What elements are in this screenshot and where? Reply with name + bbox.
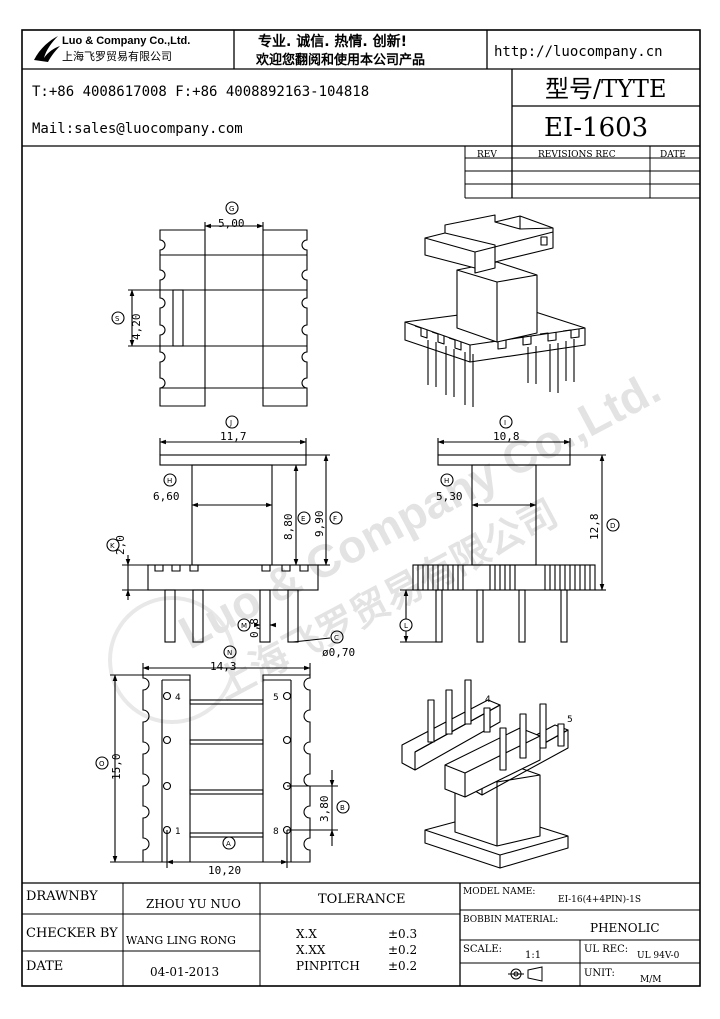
drawnby-value: ZHOU YU NUO — [146, 897, 241, 911]
tag-E: E — [301, 515, 305, 523]
ulrec-value: UL 94V-0 — [637, 951, 680, 961]
tol-key-2: X.XX — [296, 943, 326, 957]
watermark-en: Luo & Company Co.,Ltd. — [170, 361, 668, 659]
tol-key-3: PINPITCH — [296, 959, 360, 973]
dim-E: 8,80 — [282, 514, 295, 541]
dim-M: 0,8 — [248, 618, 261, 638]
dim-A: 10,20 — [208, 864, 241, 877]
dim-C: ø0,70 — [322, 646, 355, 659]
tag-C: C — [334, 634, 339, 642]
tolerance-label: TOLERANCE — [318, 892, 405, 907]
tag-L: L — [404, 622, 408, 630]
dim-H: 6,60 — [153, 490, 180, 503]
projection-symbol-icon — [508, 966, 543, 982]
checker-value: WANG LING RONG — [126, 934, 236, 947]
dim-F: 9,90 — [313, 511, 326, 538]
logo-swoosh-icon — [34, 36, 60, 62]
front-view — [106, 415, 344, 644]
ulrec-label: UL REC: — [584, 944, 628, 955]
dim-H2: 5,30 — [436, 490, 463, 503]
iso-view-bottom — [401, 679, 569, 869]
dim-I: 10,8 — [493, 430, 520, 443]
type-label: 型号/TYTE — [545, 75, 666, 103]
tag-S: S — [115, 315, 120, 323]
dim-D: 12,8 — [588, 514, 601, 541]
bobbin-value: PHENOLIC — [590, 921, 660, 935]
model-name-value: EI-16(4+4PIN)-1S — [558, 894, 641, 905]
pin-label-8: 8 — [273, 827, 279, 837]
dim-O: 15,0 — [110, 754, 123, 781]
dim-B: 3,80 — [318, 796, 331, 823]
tag-I: I — [504, 419, 506, 427]
model-number: EI-1603 — [544, 113, 648, 143]
dim-J: 11,7 — [220, 430, 247, 443]
company-logo — [34, 36, 60, 62]
unit-value: M/M — [640, 975, 661, 985]
pin-label-1: 1 — [175, 827, 181, 837]
bobbin-label: BOBBIN MATERIAL: — [463, 915, 558, 925]
revisions-rec-header: REVISIONS REC — [538, 150, 616, 160]
tol-val-1: ±0.3 — [388, 927, 417, 941]
scale-label: SCALE: — [463, 944, 502, 955]
side-view — [399, 415, 620, 643]
scale-value: 1:1 — [525, 950, 541, 961]
tag-J: J — [229, 419, 232, 427]
pin-label-5: 5 — [273, 693, 279, 703]
rev-header: REV — [477, 150, 497, 160]
tag-H: H — [167, 477, 172, 485]
dim-K: 2,0 — [114, 535, 127, 555]
drawnby-label: DRAWNBY — [26, 889, 98, 904]
checker-label: CHECKER BY — [26, 926, 118, 941]
slogan: 专业. 诚信. 热情. 创新! — [258, 33, 407, 50]
tol-key-1: X.X — [296, 927, 317, 941]
tag-B: B — [340, 804, 345, 812]
tag-H2: H — [444, 477, 449, 485]
unit-label: UNIT: — [584, 968, 615, 979]
tag-K: K — [110, 542, 115, 550]
welcome-text: 欢迎您翻阅和使用本公司产品 — [255, 52, 425, 68]
tag-A: A — [226, 840, 231, 848]
dim-S: 4,20 — [130, 314, 143, 341]
company-name-en: Luo & Company Co.,Ltd. — [62, 35, 190, 47]
mail-address[interactable]: Mail:sales@luocompany.com — [32, 121, 243, 137]
company-name-cn: 上海飞罗贸易有限公司 — [62, 49, 172, 63]
iso-view-top — [404, 214, 586, 407]
website-link[interactable]: http://luocompany.cn — [494, 44, 663, 60]
tag-N: N — [227, 649, 232, 657]
tag-F: F — [333, 515, 337, 523]
tag-M: M — [241, 622, 247, 630]
tol-val-2: ±0.2 — [388, 943, 417, 957]
phone-fax: T:+86 4008617008 F:+86 4008892163-104818 — [32, 84, 369, 100]
dim-G: 5,00 — [218, 217, 245, 230]
tol-val-3: ±0.2 — [388, 959, 417, 973]
pin-label-4: 4 — [175, 693, 181, 703]
dim-N: 14,3 — [210, 660, 237, 673]
date-value: 04-01-2013 — [150, 965, 219, 979]
iso-pin-label-5: 5 — [567, 715, 573, 725]
iso-pin-label-4: 4 — [485, 695, 491, 705]
bottom-view — [95, 645, 350, 868]
sheet-frame — [21, 29, 701, 987]
top-view — [111, 201, 308, 407]
tag-O: O — [99, 760, 105, 768]
tag-D: D — [610, 522, 615, 530]
model-name-label: MODEL NAME: — [463, 887, 535, 897]
date-header: DATE — [660, 150, 686, 160]
tag-G: G — [229, 205, 234, 213]
date-label: DATE — [26, 959, 63, 974]
